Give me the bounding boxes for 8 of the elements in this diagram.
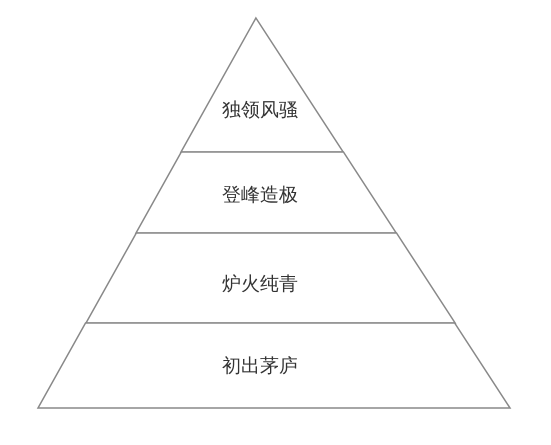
pyramid-band [136,152,396,233]
level-label: 独领风骚 [222,98,298,122]
level-label: 初出茅庐 [222,354,298,378]
pyramid-top-band [181,18,344,152]
level-label: 登峰造极 [222,183,298,207]
pyramid-band [86,233,455,323]
level-label: 炉火纯青 [222,272,298,296]
pyramid-band [38,323,510,408]
